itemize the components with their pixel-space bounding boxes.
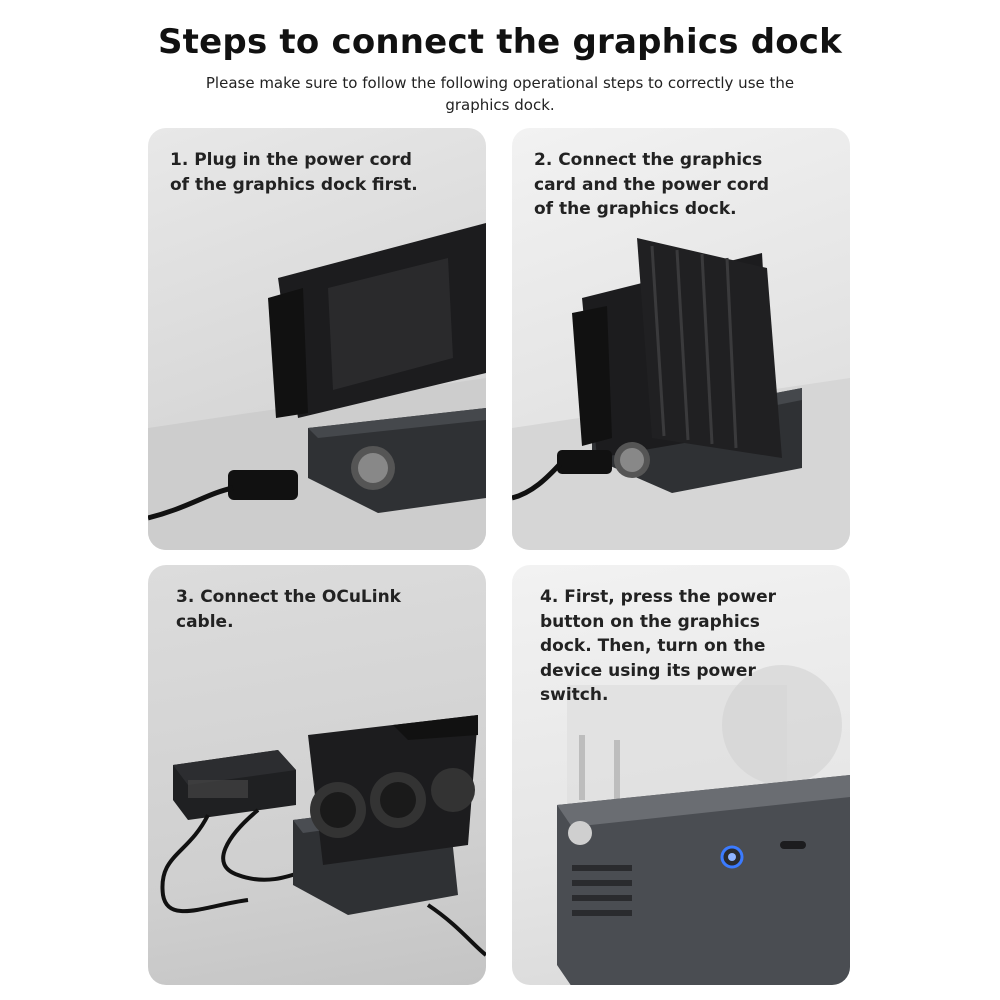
- step-1-text: 1. Plug in the power cord of the graphic…: [170, 150, 418, 195]
- page-subtitle: Please make sure to follow the following…: [205, 74, 795, 114]
- step-card-2: 2. Connect the graphics card and the pow…: [512, 128, 850, 550]
- step-card-1: 1. Plug in the power cord of the graphic…: [148, 128, 486, 550]
- step-2-text: 2. Connect the graphics card and the pow…: [534, 150, 770, 219]
- step-card-3: 3. Connect the OCuLink cable.: [148, 565, 486, 985]
- dock-power-cord-illustration: [148, 223, 486, 550]
- page-title: Steps to connect the graphics dock: [158, 22, 842, 62]
- power-button-illustration: [557, 665, 850, 985]
- step-4-text: 4. First, press the power button on the …: [540, 587, 777, 705]
- oculink-cable-illustration: [160, 715, 486, 957]
- step-card-4: 4. First, press the power button on the …: [512, 565, 850, 985]
- dock-gpu-connection-illustration: [512, 238, 850, 550]
- step-3-text: 3. Connect the OCuLink cable.: [176, 587, 401, 632]
